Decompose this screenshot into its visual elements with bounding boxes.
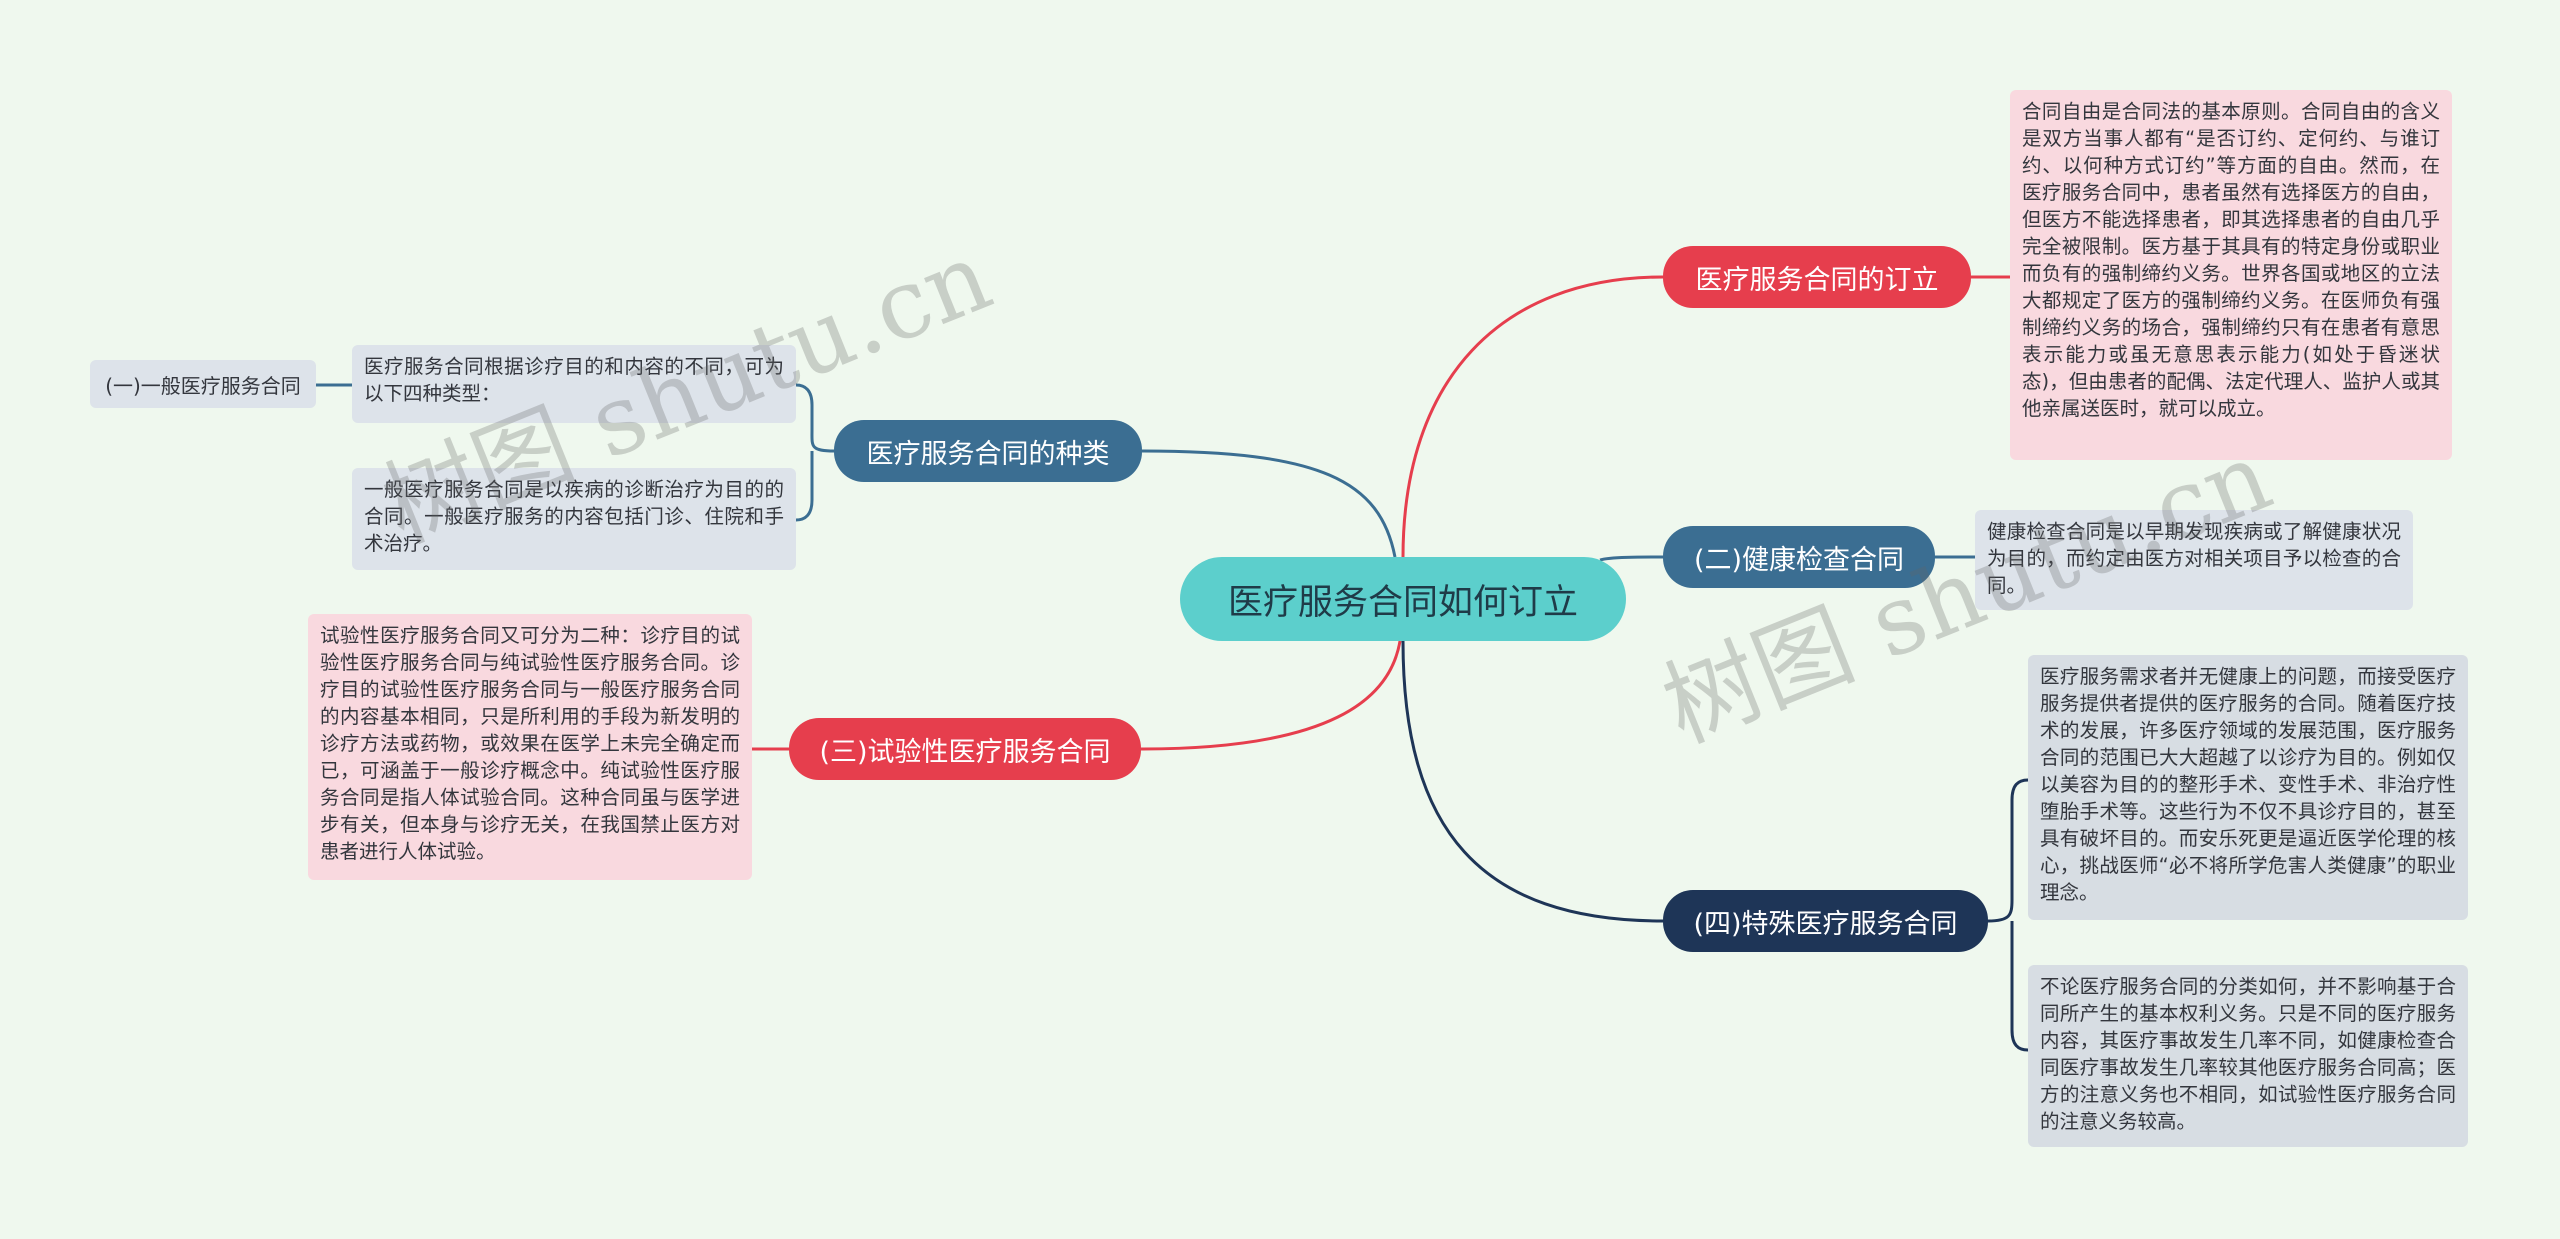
- branch-special[interactable]: (四)特殊医疗服务合同: [1663, 890, 1988, 952]
- detail-general-contract[interactable]: (一)一般医疗服务合同: [90, 360, 316, 408]
- branch-types[interactable]: 医疗服务合同的种类: [834, 420, 1142, 482]
- link-b5-details: [1987, 778, 2029, 1052]
- link-center-b2: [1141, 449, 1397, 558]
- link-center-b5: [1401, 640, 1664, 923]
- detail-types-intro[interactable]: 医疗服务合同根据诊疗目的和内容的不同，可为以下四种类型：: [352, 345, 796, 423]
- link-center-b1: [1401, 275, 1664, 558]
- detail-special-1[interactable]: 医疗服务需求者并无健康上的问题，而接受医疗服务提供者提供的医疗服务的合同。随着医…: [2028, 655, 2468, 920]
- detail-establishment[interactable]: 合同自由是合同法的基本原则。合同自由的含义是双方当事人都有“是否订约、定何约、与…: [2010, 90, 2452, 460]
- link-center-b3: [1599, 555, 1664, 562]
- branch-experimental[interactable]: (三)试验性医疗服务合同: [789, 718, 1141, 780]
- detail-special-2[interactable]: 不论医疗服务合同的分类如何，并不影响基于合同所产生的基本权利义务。只是不同的医疗…: [2028, 965, 2468, 1147]
- link-b2-details: [795, 383, 835, 522]
- branch-health-check[interactable]: (二)健康检查合同: [1663, 526, 1935, 588]
- central-topic[interactable]: 医疗服务合同如何订立: [1180, 557, 1626, 641]
- branch-establishment[interactable]: 医疗服务合同的订立: [1663, 246, 1971, 308]
- link-center-b4: [1140, 640, 1402, 751]
- detail-experimental[interactable]: 试验性医疗服务合同又可分为二种：诊疗目的试验性医疗服务合同与纯试验性医疗服务合同…: [308, 614, 752, 880]
- detail-general-definition[interactable]: 一般医疗服务合同是以疾病的诊断治疗为目的的合同。一般医疗服务的内容包括门诊、住院…: [352, 468, 796, 570]
- detail-health-check[interactable]: 健康检查合同是以早期发现疾病或了解健康状况为目的，而约定由医方对相关项目予以检查…: [1975, 510, 2413, 610]
